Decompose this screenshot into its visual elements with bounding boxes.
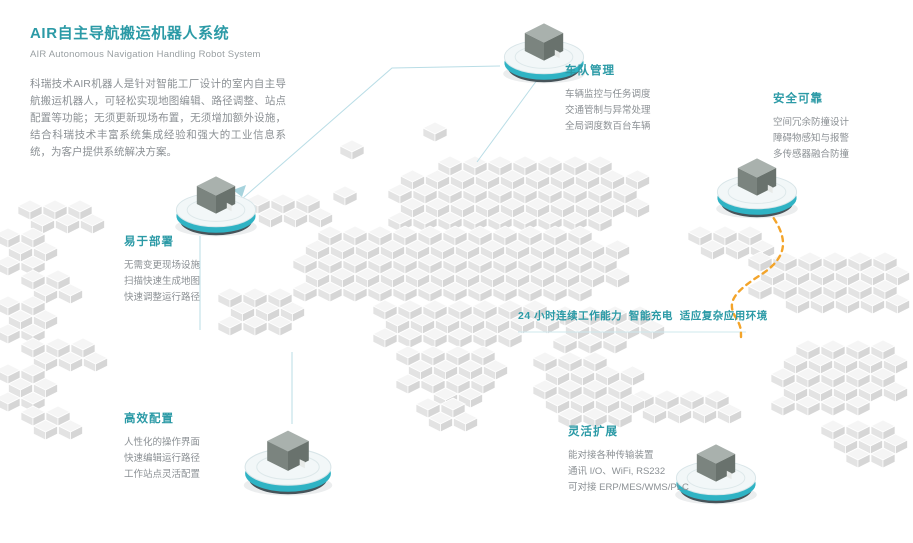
feature-item: 能对接各种传输装置	[568, 450, 654, 461]
agv-robot-icon	[243, 430, 333, 496]
feature-item: 交通管制与异常处理	[565, 105, 651, 116]
feature-title: 安全可靠	[773, 93, 823, 105]
feature-card-expand: 灵活扩展 能对接各种传输装置 通讯 I/O、WiFi, RS232 可对接 ER…	[568, 423, 689, 496]
agv-robot-icon	[716, 158, 798, 219]
agv-robot-icon	[175, 176, 257, 237]
page-description: 科瑞技术AIR机器人是针对智能工厂设计的室内自主导航搬运机器人，可轻松实现地图编…	[30, 78, 286, 158]
feature-item: 快速编辑运行路径	[124, 453, 201, 464]
capability-highlight: 24 小时连续工作能力 智能充电 适应复杂应用环境	[518, 310, 768, 322]
feature-item: 扫描快速生成地图	[124, 276, 201, 287]
feature-item: 通讯 I/O、WiFi, RS232	[568, 466, 666, 477]
feature-item: 无需变更现场设施	[124, 260, 201, 271]
feature-item: 全局调度数百台车辆	[565, 121, 651, 132]
connector-lines	[199, 65, 785, 424]
feature-item: 空间冗余防撞设计	[773, 117, 850, 128]
cube-map	[0, 121, 911, 469]
feature-item: 障碍物感知与报警	[773, 133, 850, 144]
agv-robot-icon	[503, 23, 585, 84]
feature-card-fleet: 车队管理 车辆监控与任务调度 交通管制与异常处理 全局调度数百台车辆	[565, 62, 651, 135]
feature-card-safety: 安全可靠 空间冗余防撞设计 障碍物感知与报警 多传感器融合防撞	[773, 90, 849, 163]
feature-item: 可对接 ERP/MES/WMS/PLC	[568, 482, 689, 493]
arrow-icon	[233, 185, 246, 197]
feature-title: 灵活扩展	[568, 426, 618, 438]
page-subtitle: AIR Autonomous Navigation Handling Robot…	[30, 49, 261, 60]
feature-card-config: 高效配置 人性化的操作界面 快速编辑运行路径 工作站点灵活配置	[124, 410, 200, 483]
feature-card-deploy: 易于部署 无需变更现场设施 扫描快速生成地图 快速调整运行路径	[124, 233, 200, 306]
feature-item: 工作站点灵活配置	[124, 469, 201, 480]
feature-item: 快速调整运行路径	[124, 292, 201, 303]
feature-title: 易于部署	[124, 236, 174, 248]
feature-item: 人性化的操作界面	[124, 437, 201, 448]
feature-item: 车辆监控与任务调度	[565, 89, 651, 100]
robots-layer	[175, 23, 798, 505]
agv-robot-icon	[675, 444, 757, 505]
feature-title: 车队管理	[565, 65, 615, 77]
intro-block: AIR自主导航搬运机器人系统 AIR Autonomous Navigation…	[30, 22, 286, 172]
feature-item: 多传感器融合防撞	[773, 149, 850, 160]
page-title: AIR自主导航搬运机器人系统	[30, 25, 230, 42]
feature-title: 高效配置	[124, 413, 174, 425]
route-dashed-line	[730, 208, 785, 339]
